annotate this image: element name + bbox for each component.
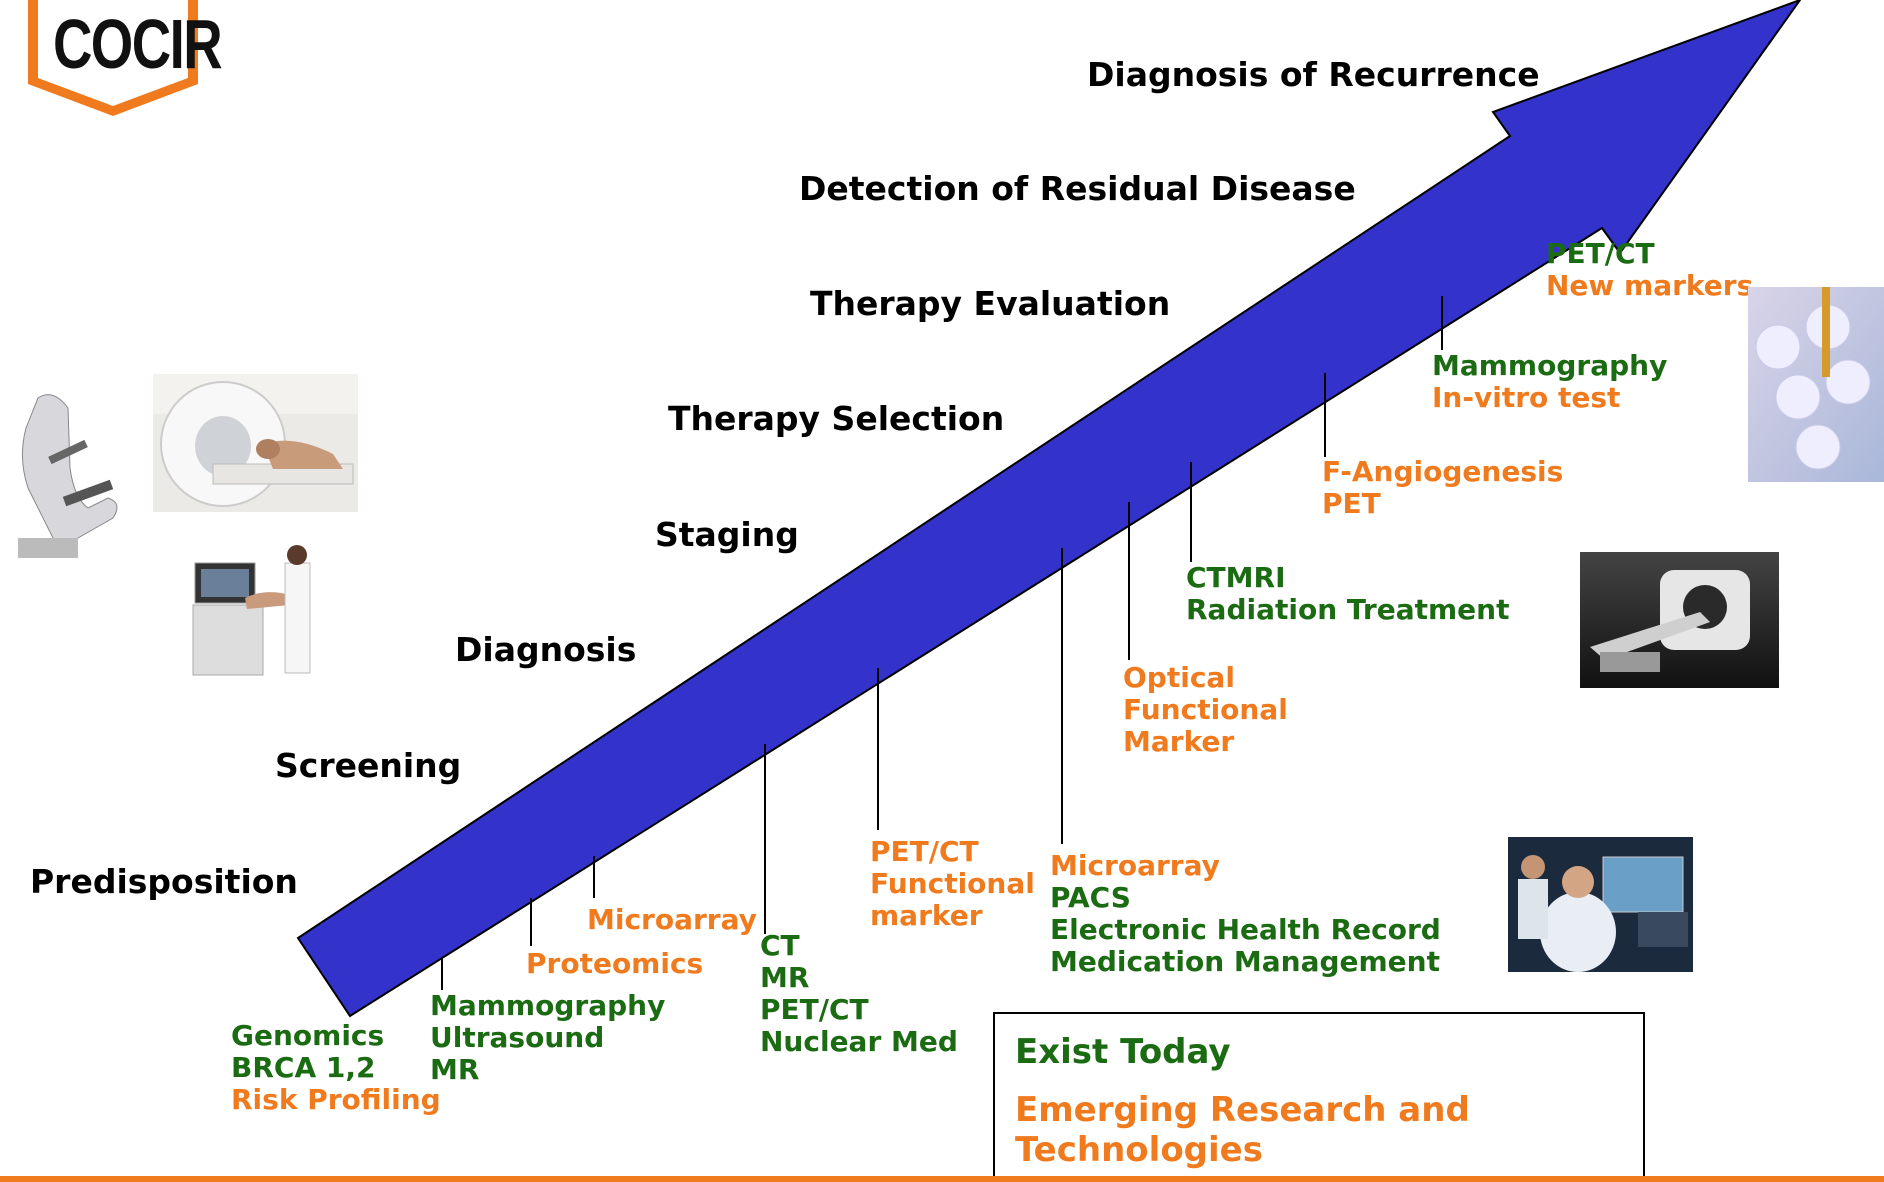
connector-line bbox=[530, 898, 532, 946]
cocir-logo: COCIR bbox=[24, 0, 223, 118]
stage-recurrence: Diagnosis of Recurrence bbox=[1087, 55, 1540, 94]
connector-line bbox=[1190, 462, 1192, 562]
pet-ct-scanner-image bbox=[1580, 552, 1779, 688]
tech-informatics: Microarray PACS Electronic Health Record… bbox=[1050, 849, 1441, 978]
connector-line bbox=[1061, 548, 1063, 844]
stage-therapy-evaluation: Therapy Evaluation bbox=[810, 284, 1171, 323]
tech-mammography: Mammography Ultrasound MR bbox=[430, 989, 666, 1086]
scientists-workstation-image bbox=[1508, 837, 1693, 972]
bottom-accent-line bbox=[0, 1176, 1884, 1182]
tech-microarray: Microarray bbox=[587, 903, 757, 936]
legend-emerging: Emerging Research and Technologies bbox=[1015, 1090, 1470, 1170]
stage-predisposition: Predisposition bbox=[30, 862, 298, 901]
connector-line bbox=[441, 958, 443, 990]
tech-optical: Optical Functional Marker bbox=[1123, 661, 1288, 758]
connector-line bbox=[1441, 296, 1443, 350]
connector-line bbox=[593, 856, 595, 898]
connector-line bbox=[1128, 502, 1130, 660]
mri-scanner-image bbox=[153, 374, 358, 512]
stage-staging: Staging bbox=[655, 515, 799, 554]
tech-petct-markers: PET/CT New markers bbox=[1546, 237, 1754, 302]
connector-line bbox=[1324, 373, 1326, 457]
legend-exist-today: Exist Today bbox=[1015, 1032, 1231, 1072]
tech-proteomics: Proteomics bbox=[526, 947, 704, 980]
ultrasound-exam-image bbox=[185, 543, 320, 681]
tech-genomics: Genomics BRCA 1,2 Risk Profiling bbox=[231, 1019, 441, 1116]
stage-diagnosis: Diagnosis bbox=[455, 630, 637, 669]
tech-ctmri: CTMRI Radiation Treatment bbox=[1186, 561, 1510, 626]
stage-residual-disease: Detection of Residual Disease bbox=[799, 169, 1356, 208]
tech-angiogenesis: F-Angiogenesis PET bbox=[1322, 455, 1564, 520]
tech-mammography-invitro: Mammography In-vitro test bbox=[1432, 349, 1668, 414]
mammography-machine-image bbox=[8, 388, 132, 558]
tech-petct-functional: PET/CT Functional marker bbox=[870, 835, 1035, 932]
connector-line bbox=[764, 744, 766, 934]
legend-box: Exist Today Emerging Research and Techno… bbox=[993, 1012, 1645, 1182]
connector-line bbox=[877, 668, 879, 830]
stage-screening: Screening bbox=[275, 746, 462, 785]
test-tubes-image bbox=[1748, 287, 1884, 482]
tech-imaging: CT MR PET/CT Nuclear Med bbox=[760, 929, 958, 1058]
stage-therapy-selection: Therapy Selection bbox=[668, 399, 1005, 438]
